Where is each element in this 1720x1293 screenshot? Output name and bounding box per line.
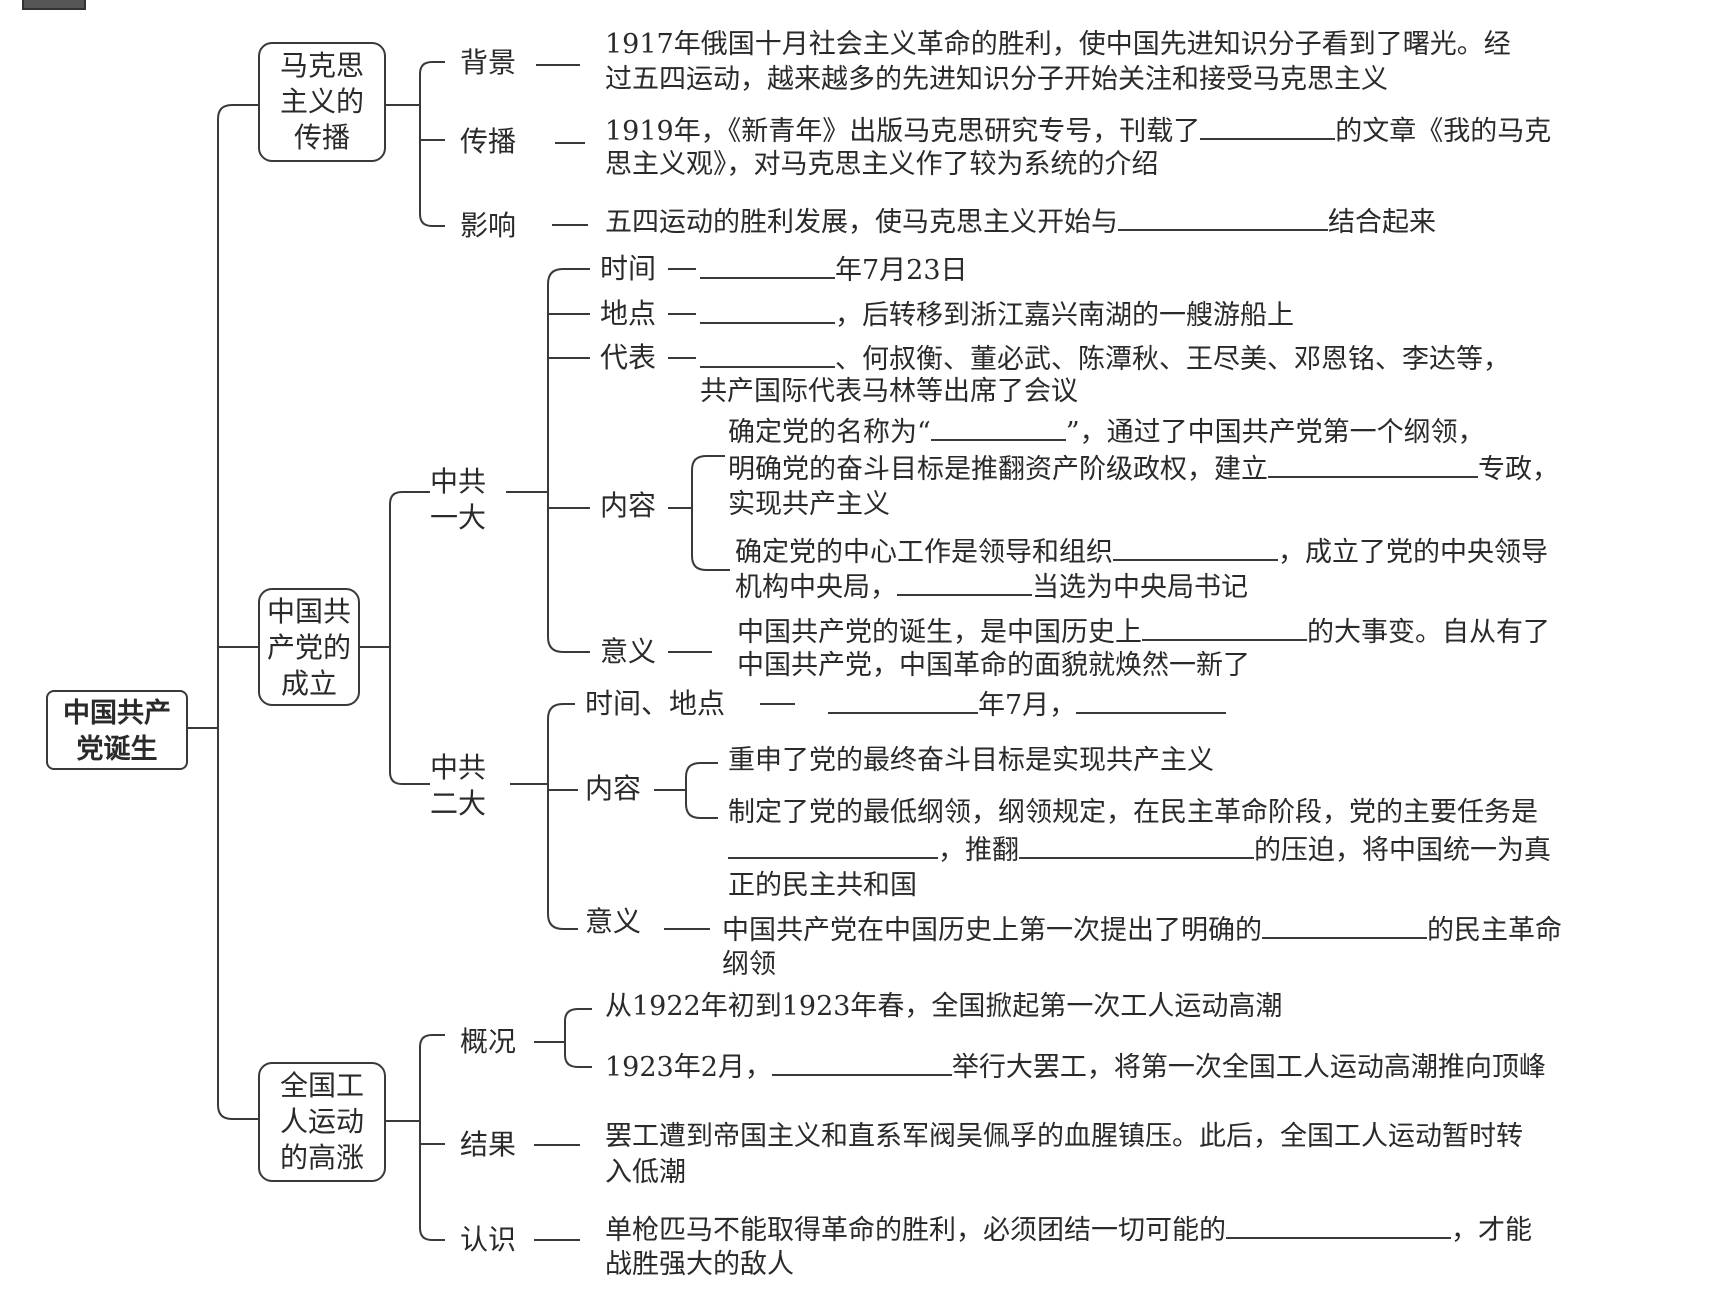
first-meaning-pre: 中国共产党的诞生，是中国历史上 [737, 617, 1142, 648]
text-first-meaning-2: 中国共产党，中国革命的面貌就焕然一新了 [737, 650, 1250, 681]
blank-central-work [1113, 533, 1278, 561]
text-first-place: ，后转移到浙江嘉兴南湖的一艘游船上 [700, 296, 1294, 334]
blank-first-year [700, 251, 835, 279]
text-lesson-2: 战胜强大的敌人 [605, 1249, 794, 1280]
text-content-a1: 确定党的名称为“ ”，通过了中国共产党第一个纲领， [728, 413, 1485, 451]
blank-main-task [728, 831, 938, 859]
label-background: 背景 [460, 46, 517, 79]
content-a1-post: ”，通过了中国共产党第一个纲领， [1065, 417, 1485, 448]
blank-anti-imperialist [1262, 911, 1427, 939]
blank-secretary [897, 568, 1032, 596]
label-first-congress: 中共一大 [430, 465, 487, 534]
text-first-reps-2: 共产国际代表马林等出席了会议 [700, 376, 1078, 407]
blank-dictatorship [1268, 450, 1478, 478]
lesson-post: ，才能 [1451, 1215, 1532, 1246]
text-first-meaning-1: 中国共产党的诞生，是中国历史上 的大事变。自从有了 [737, 613, 1550, 651]
section-header-bar [0, 0, 700, 10]
content-b2-post: 当选为中央局书记 [1032, 572, 1248, 603]
label-result: 结果 [460, 1128, 517, 1161]
text-second-meaning-2: 纲领 [722, 949, 776, 980]
blank-oppression [1019, 831, 1254, 859]
spread-post: 的文章《我的马克 [1335, 116, 1552, 147]
spread-pre: 1919年，《新青年》出版马克思研究专号，刊载了 [605, 116, 1201, 147]
blank-unite [1226, 1211, 1451, 1239]
second-meaning-pre: 中国共产党在中国历史上第一次提出了明确的 [722, 915, 1262, 946]
text-background-2: 过五四运动，越来越多的先进知识分子开始关注和接受马克思主义 [605, 64, 1388, 95]
label-first-time: 时间 [600, 252, 657, 285]
text-lesson-1: 单枪匹马不能取得革命的胜利，必须团结一切可能的 ，才能 [605, 1211, 1532, 1249]
blank-strike-name [771, 1048, 952, 1076]
text-result-2: 入低潮 [605, 1157, 686, 1188]
blank-party-name [930, 413, 1066, 441]
branch-labor-movement: 全国工人运动的高涨 [258, 1062, 386, 1182]
text-background-1: 1917年俄国十月社会主义革命的胜利，使中国先进知识分子看到了曙光。经 [605, 29, 1511, 60]
text-spread-2: 思主义观》，对马克思主义作了较为系统的介绍 [605, 149, 1159, 180]
label-first-reps: 代表 [600, 341, 657, 374]
label-first-place: 地点 [600, 297, 657, 330]
text-content-b2: 机构中央局， 当选为中央局书记 [735, 568, 1248, 606]
text-result-1: 罢工遭到帝国主义和直系军阀吴佩孚的血腥镇压。此后，全国工人运动暂时转 [605, 1121, 1523, 1152]
overview-b-pre: 1923年2月， [605, 1052, 772, 1083]
text-second-content-a: 重申了党的最终奋斗目标是实现共产主义 [728, 745, 1214, 776]
influence-post: 结合起来 [1328, 207, 1436, 238]
first-meaning-post: 的大事变。自从有了 [1307, 617, 1550, 648]
text-overview-b: 1923年2月， 举行大罢工，将第一次全国工人运动高潮推向顶峰 [605, 1048, 1546, 1086]
text-content-b1: 确定党的中心工作是领导和组织 ，成立了党的中央领导 [735, 533, 1548, 571]
content-a2-post: 专政， [1478, 454, 1559, 485]
label-second-time: 时间、地点 [585, 687, 726, 720]
blank-first-reps [700, 340, 835, 368]
label-spread: 传播 [460, 125, 517, 158]
overview-b-post: 举行大罢工，将第一次全国工人运动高潮推向顶峰 [951, 1052, 1546, 1083]
text-overview-a: 从1922年初到1923年春，全国掀起第一次工人运动高潮 [605, 991, 1283, 1022]
label-overview: 概况 [460, 1025, 517, 1058]
label-first-meaning: 意义 [600, 635, 657, 668]
second-meaning-post: 的民主革命 [1427, 915, 1562, 946]
label-second-meaning: 意义 [585, 905, 642, 938]
branch-party-founding: 中国共产党的成立 [258, 588, 360, 706]
blank-great-event [1142, 613, 1307, 641]
text-second-content-b3: 正的民主共和国 [728, 870, 917, 901]
label-first-content: 内容 [600, 489, 657, 522]
blank-spread-author [1200, 112, 1336, 140]
lesson-pre: 单枪匹马不能取得革命的胜利，必须团结一切可能的 [605, 1215, 1226, 1246]
label-influence: 影响 [460, 209, 517, 242]
branch-marxism-spread: 马克思主义的传播 [258, 42, 386, 162]
text-influence: 五四运动的胜利发展，使马克思主义开始与 结合起来 [605, 203, 1436, 241]
content-a2-pre: 明确党的奋斗目标是推翻资产阶级政权，建立 [728, 454, 1268, 485]
content-b1-pre: 确定党的中心工作是领导和组织 [735, 537, 1113, 568]
blank-second-place [1076, 686, 1227, 714]
first-place-post: ，后转移到浙江嘉兴南湖的一艘游船上 [835, 300, 1294, 331]
text-second-content-b1: 制定了党的最低纲领，纲领规定，在民主革命阶段，党的主要任务是 [728, 797, 1538, 828]
text-first-time: 年7月23日 [700, 251, 968, 289]
label-lesson: 认识 [460, 1223, 517, 1256]
content-b1-post: ，成立了党的中央领导 [1278, 537, 1548, 568]
text-second-meaning-1: 中国共产党在中国历史上第一次提出了明确的 的民主革命 [722, 911, 1562, 949]
content-b2-pre: 机构中央局， [735, 572, 897, 603]
second-content-b2-mid: ，推翻 [938, 835, 1019, 866]
influence-pre: 五四运动的胜利发展，使马克思主义开始与 [605, 207, 1118, 238]
second-time-mid: 年7月， [978, 690, 1077, 721]
text-spread-1: 1919年，《新青年》出版马克思研究专号，刊载了 的文章《我的马克 [605, 112, 1551, 150]
text-content-a2: 明确党的奋斗目标是推翻资产阶级政权，建立 专政， [728, 450, 1559, 488]
root-node: 中国共产党诞生 [46, 690, 188, 770]
text-content-a3: 实现共产主义 [728, 489, 890, 520]
first-reps-post: 、何叔衡、董必武、陈潭秋、王尽美、邓恩铭、李达等， [835, 344, 1510, 375]
content-a1-pre: 确定党的名称为“ [728, 417, 931, 448]
blank-second-year [828, 686, 978, 714]
label-second-content: 内容 [585, 772, 642, 805]
label-second-congress: 中共二大 [430, 751, 487, 820]
blank-influence [1118, 203, 1328, 231]
first-time-post: 年7月23日 [835, 255, 968, 286]
second-content-b2-post: 的压迫，将中国统一为真 [1254, 835, 1551, 866]
text-second-content-b2: ，推翻 的压迫，将中国统一为真 [728, 831, 1551, 869]
section-header-icon [22, 0, 86, 10]
text-second-time: 年7月， [828, 686, 1227, 724]
text-first-reps-1: 、何叔衡、董必武、陈潭秋、王尽美、邓恩铭、李达等， [700, 340, 1510, 378]
blank-first-place [700, 296, 835, 324]
